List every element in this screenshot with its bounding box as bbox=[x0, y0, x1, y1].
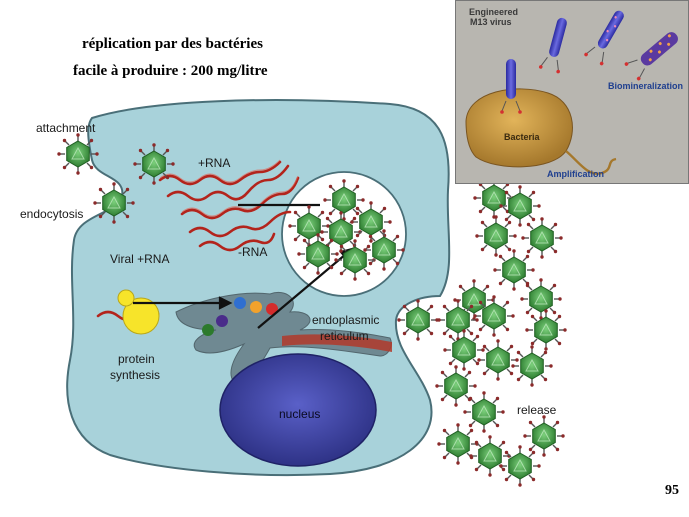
bacteria-cell bbox=[465, 88, 573, 168]
label-release: release bbox=[517, 403, 557, 417]
label-endocytosis: endocytosis bbox=[20, 207, 84, 221]
label-endoplasmic: endoplasmic bbox=[312, 313, 380, 327]
phage-free-2 bbox=[584, 10, 624, 66]
inset-label-amplification: Amplification bbox=[547, 169, 605, 179]
m13-inset-illustration bbox=[456, 1, 688, 183]
endocytosis-virus bbox=[92, 181, 136, 225]
ribosome-blue bbox=[234, 297, 246, 309]
entering-virus bbox=[132, 142, 176, 186]
phage-biomineralized bbox=[624, 32, 678, 81]
title-line-2: facile à produire : 200 mg/litre bbox=[73, 63, 268, 79]
nucleus bbox=[219, 353, 377, 467]
inset-label-m13: M13 virus bbox=[470, 17, 512, 27]
phage-on-bacteria bbox=[500, 59, 522, 114]
ribosome-large bbox=[122, 297, 160, 335]
m13-inset-panel: Engineered M13 virus Biomineralization B… bbox=[455, 0, 689, 184]
ribosome-orange bbox=[250, 301, 262, 313]
ribosome-red bbox=[266, 303, 278, 315]
label-viral-plus-rna: Viral +RNA bbox=[110, 252, 170, 266]
label-reticulum: reticulum bbox=[320, 329, 369, 343]
inset-label-biomineralization: Biomineralization bbox=[608, 81, 684, 91]
label-attachment: attachment bbox=[36, 121, 96, 135]
label-synthesis: synthesis bbox=[110, 368, 161, 382]
label-plus-rna: +RNA bbox=[198, 156, 231, 170]
title-line-1: réplication par des bactéries bbox=[82, 36, 263, 52]
ribosome-green bbox=[202, 324, 214, 336]
inset-label-bacteria: Bacteria bbox=[504, 132, 540, 142]
page-number: 95 bbox=[665, 483, 679, 498]
label-protein: protein bbox=[118, 352, 155, 366]
label-nucleus: nucleus bbox=[279, 407, 321, 421]
label-minus-rna: -RNA bbox=[238, 245, 268, 259]
inset-label-engineered: Engineered bbox=[469, 7, 519, 17]
attachment-virus bbox=[56, 132, 100, 176]
phage-free-1 bbox=[538, 17, 567, 74]
ribosome-purple bbox=[216, 315, 228, 327]
